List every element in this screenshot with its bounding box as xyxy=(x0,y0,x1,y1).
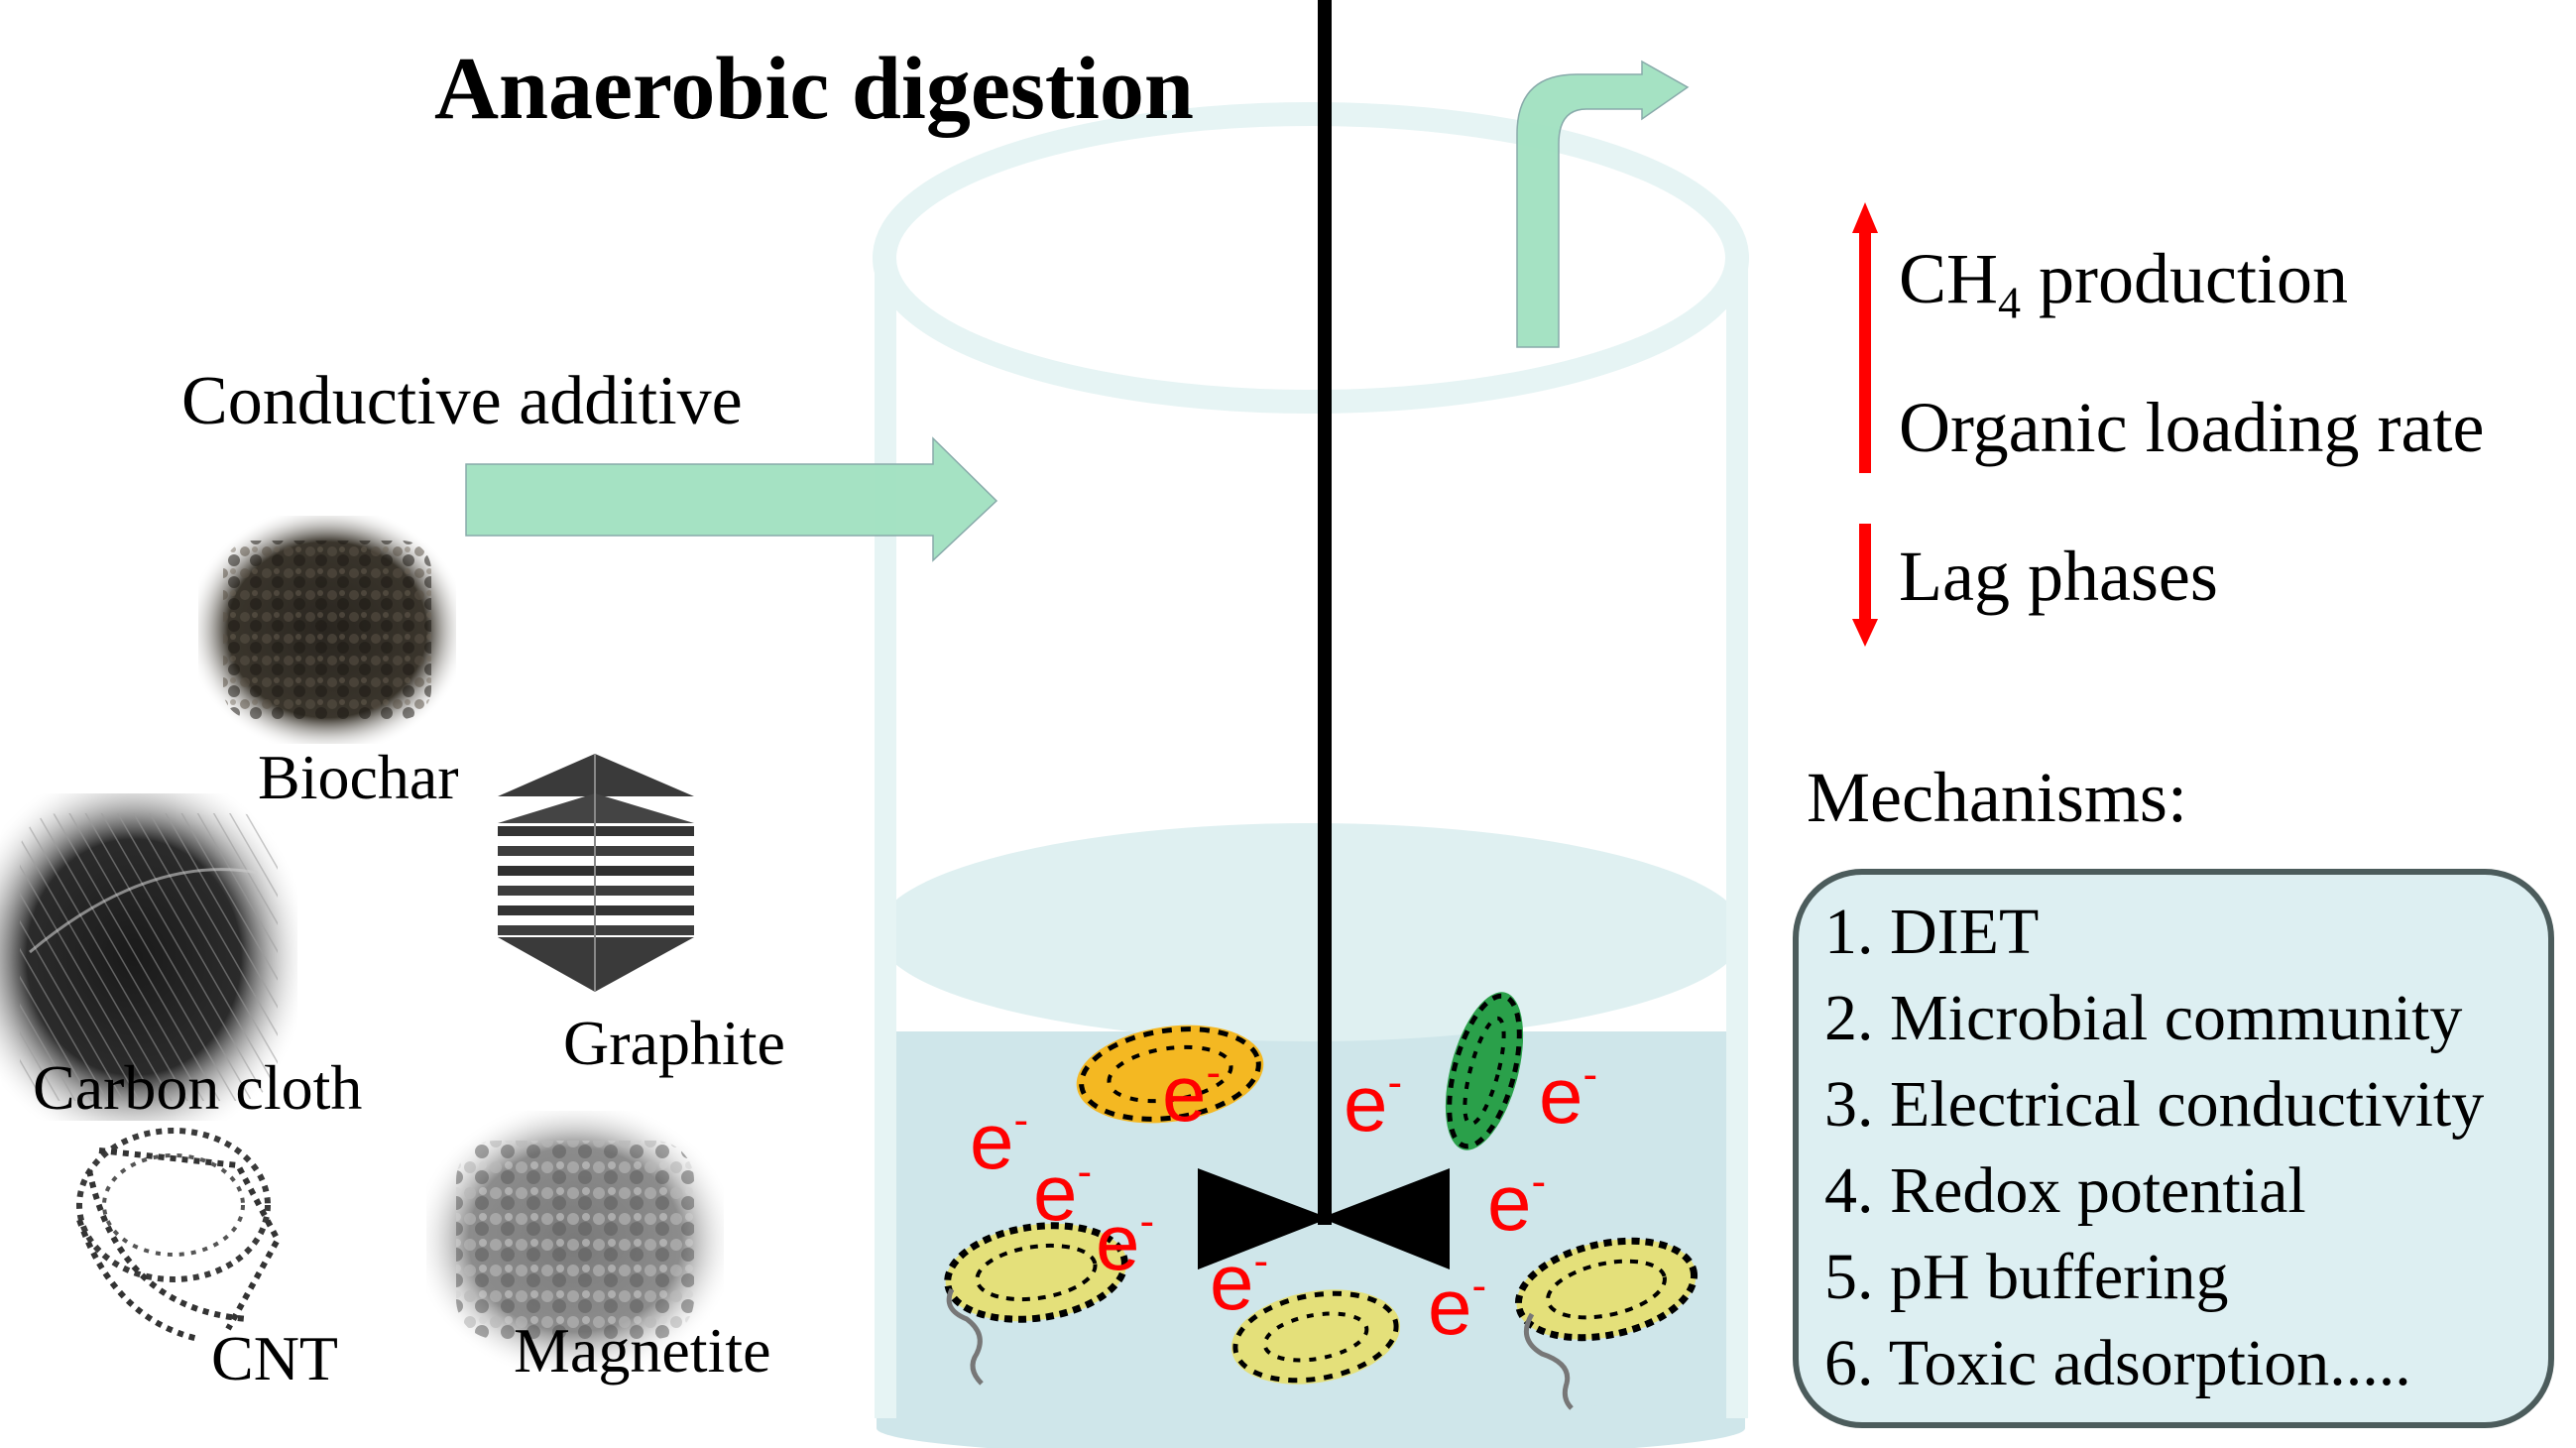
electron-label: e- xyxy=(1162,1048,1222,1138)
effect-organic-loading-rate: Organic loading rate xyxy=(1899,388,2485,467)
graphite-image xyxy=(498,754,694,992)
up-arrow-icon xyxy=(1852,202,1878,473)
effect-ch4-production: CH4 production xyxy=(1899,239,2348,328)
conductive-additive-label: Conductive additive xyxy=(181,363,743,439)
reactor-liquid-surface xyxy=(877,823,1745,1041)
mechanism-item: 2. Microbial community xyxy=(1824,982,2463,1054)
impeller-blade-right xyxy=(1321,1168,1450,1269)
biochar-image xyxy=(198,516,456,744)
microbe-flagellated-right xyxy=(1514,1237,1698,1410)
mechanisms-box: 1. DIET 2. Microbial community 3. Electr… xyxy=(1793,869,2554,1428)
material-label-magnetite: Magnetite xyxy=(514,1315,771,1386)
effect-lag-phases: Lag phases xyxy=(1899,537,2218,616)
electron-label: e- xyxy=(1487,1157,1547,1247)
electron-label: e- xyxy=(1428,1262,1487,1351)
material-label-graphite: Graphite xyxy=(563,1008,785,1078)
mechanism-item: 6. Toxic adsorption..... xyxy=(1824,1327,2411,1399)
microbe-flagellated-left xyxy=(944,1222,1128,1386)
material-label-cnt: CNT xyxy=(211,1323,338,1393)
mechanism-item: 4. Redox potential xyxy=(1824,1154,2306,1227)
carbon-nanotube-image xyxy=(76,1128,282,1342)
material-label-carbon-cloth: Carbon cloth xyxy=(33,1052,363,1123)
microbe-green xyxy=(1445,992,1524,1150)
mechanisms-title: Mechanisms: xyxy=(1807,758,2187,837)
mechanism-item: 3. Electrical conductivity xyxy=(1824,1068,2485,1141)
material-label-biochar: Biochar xyxy=(258,742,459,812)
mechanisms-list: 1. DIET 2. Microbial community 3. Electr… xyxy=(1824,889,2484,1406)
microbe-oval-bottom xyxy=(1230,1289,1401,1385)
electron-label: e- xyxy=(970,1096,1029,1185)
electron-label: e- xyxy=(1344,1058,1403,1147)
mechanism-item: 5. pH buffering xyxy=(1824,1241,2229,1313)
reactor-liquid-bottom xyxy=(877,1398,1745,1448)
microbe-orange xyxy=(1076,1025,1264,1124)
reactor-rim xyxy=(873,102,1749,414)
electron-label: e- xyxy=(1033,1147,1093,1237)
impeller-blade-left xyxy=(1198,1168,1329,1269)
diagram-title: Anaerobic digestion xyxy=(434,40,1194,138)
mechanism-item: 1. DIET xyxy=(1824,896,2040,968)
down-arrow-icon xyxy=(1852,524,1878,647)
carbon-cloth-image xyxy=(0,793,297,1121)
electron-label: e- xyxy=(1539,1050,1598,1140)
magnetite-image xyxy=(426,1111,724,1369)
bent-up-right-arrow-icon xyxy=(1516,60,1690,348)
electron-label: e- xyxy=(1210,1237,1269,1326)
right-arrow-icon xyxy=(465,436,998,562)
impeller-shaft xyxy=(1318,0,1332,1225)
electron-label: e- xyxy=(1096,1197,1155,1286)
